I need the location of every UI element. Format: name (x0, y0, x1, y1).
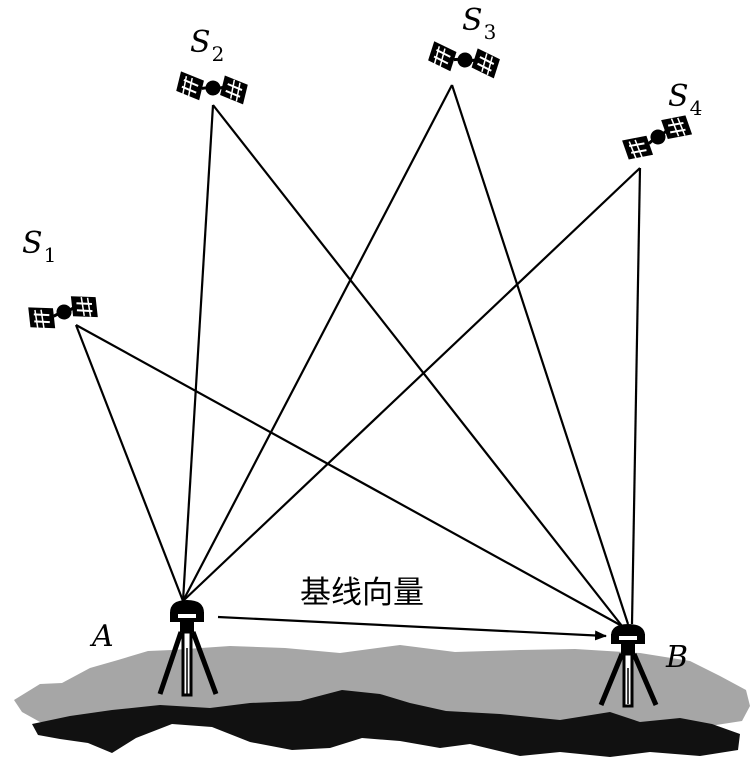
satellite-icon (26, 291, 100, 333)
satellite-label-s1: S1 (22, 226, 56, 267)
signal-line-s2-a (183, 105, 213, 601)
satellite-label-s3: S3 (462, 3, 496, 44)
station-label-a: A (89, 619, 114, 654)
baseline-vector-arrow (218, 617, 606, 636)
signal-line-s4-b (632, 168, 640, 624)
signal-lines (76, 85, 640, 626)
satellite-label-s2: S2 (190, 25, 224, 66)
signal-line-s3-a (183, 85, 452, 601)
satellite-icon (427, 39, 501, 81)
satellite-icon (619, 110, 694, 165)
signal-line-s2-b (213, 105, 622, 626)
signal-line-s4-a (183, 168, 640, 601)
satellite-icon (175, 69, 248, 106)
satellite-label-s4: S4 (668, 79, 702, 120)
signal-line-s1-a (76, 325, 183, 601)
station-label-b: B (665, 640, 688, 675)
baseline-vector-label: 基线向量 (300, 575, 424, 611)
signal-line-s3-b (452, 85, 628, 624)
